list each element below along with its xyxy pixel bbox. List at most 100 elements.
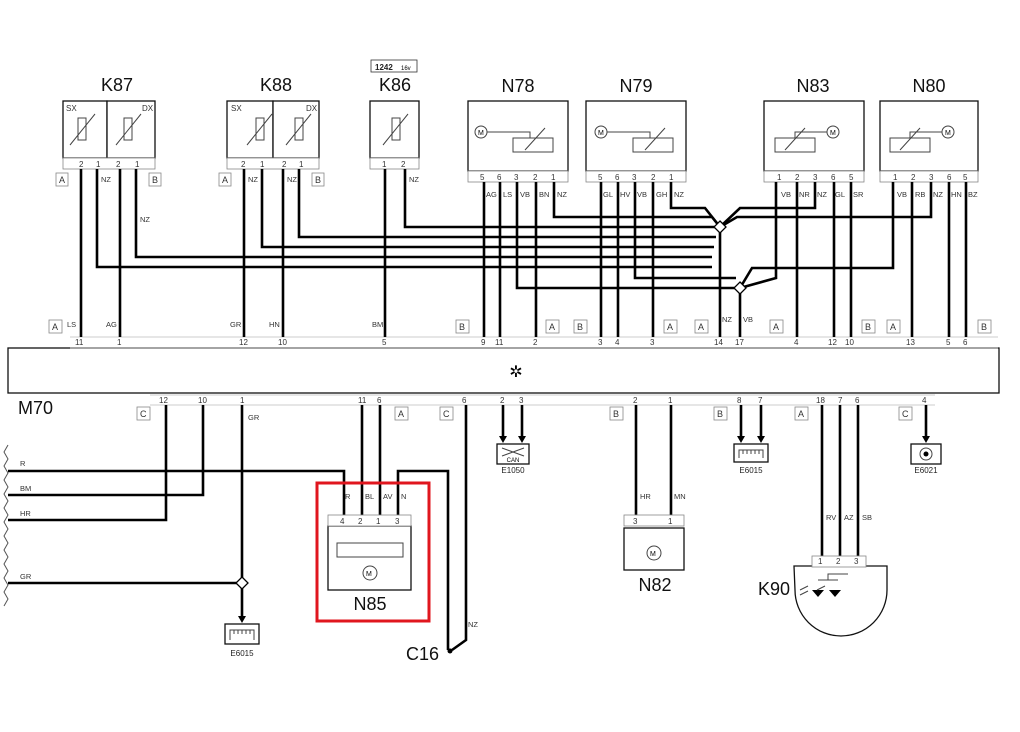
k87-right-tag: DX [142, 104, 154, 113]
ecu-bottom-pins: 12 10 1 11 6 6 2 3 2 1 8 7 18 7 6 4 [159, 396, 927, 405]
svg-text:A: A [698, 322, 704, 332]
svg-text:3: 3 [650, 338, 655, 347]
k90-pin: 3 [854, 557, 859, 566]
connector-e6021 [910, 443, 942, 465]
left-wire-code: BM [20, 484, 31, 493]
svg-text:11: 11 [358, 396, 367, 405]
n78-wire-code: LS [503, 190, 512, 199]
n80-wire-code: VB [897, 190, 907, 199]
k87-side-tag: A [59, 175, 65, 185]
n78-pin: 2 [533, 173, 538, 182]
n82-pin: 1 [668, 517, 673, 526]
ecu-top-wire-code: GR [230, 320, 242, 329]
k90-wire-code: RV [826, 513, 836, 522]
ecu-top-wire-code: NZ [722, 315, 732, 324]
ecu-top-wire-code: LS [67, 320, 76, 329]
ecu-top-side-tags: A B A B A A A B A B [48, 319, 992, 334]
n78-title: N78 [501, 76, 534, 96]
svg-text:18: 18 [816, 396, 825, 405]
n78-wire-code: VB [520, 190, 530, 199]
k88-wire-code: NZ [287, 175, 297, 184]
n82-wire-code: HR [640, 492, 651, 501]
svg-text:B: B [613, 409, 619, 419]
k88-title: K88 [260, 75, 292, 95]
ecu-top-wire-code: HN [269, 320, 280, 329]
svg-text:11: 11 [495, 338, 504, 347]
k87-pin: 1 [135, 160, 140, 169]
n85-pin: 2 [358, 517, 363, 526]
n79-wire-code: GL [603, 190, 613, 199]
svg-text:A: A [798, 409, 804, 419]
n79-actuator-box: M [585, 100, 687, 183]
svg-text:1: 1 [668, 396, 673, 405]
n85-pin: 3 [395, 517, 400, 526]
n80-pin: 2 [911, 173, 916, 182]
n80-title: N80 [912, 76, 945, 96]
n83-wire-code: NR [799, 190, 810, 199]
ecu-bottom-side-tags: C A C B B A C [136, 406, 913, 421]
n79-pin: 6 [615, 173, 620, 182]
svg-text:M: M [830, 130, 836, 137]
n83-title: N83 [796, 76, 829, 96]
k87-left-tag: SX [66, 104, 77, 113]
n85-wire-code: R [345, 492, 351, 501]
svg-text:17: 17 [735, 338, 744, 347]
svg-text:4: 4 [615, 338, 620, 347]
svg-text:10: 10 [198, 396, 207, 405]
svg-text:1: 1 [117, 338, 122, 347]
svg-text:14: 14 [714, 338, 723, 347]
n85-pin: 1 [376, 517, 381, 526]
n85-highlight-box [315, 481, 431, 623]
connector-e6015-left [224, 623, 260, 645]
svg-text:M: M [478, 130, 484, 137]
svg-text:C: C [902, 409, 909, 419]
k90-pin: 1 [818, 557, 823, 566]
splice-node-gr [235, 576, 249, 590]
svg-text:1: 1 [240, 396, 245, 405]
k88-pin: 2 [241, 160, 246, 169]
k88-right-tag: DX [306, 104, 318, 113]
k87-wire-code: NZ [101, 175, 111, 184]
splice-node-vb [733, 281, 747, 295]
k87-pin: 1 [96, 160, 101, 169]
ecu-top-wire-code: VB [743, 315, 753, 324]
can-label: CAN [507, 458, 520, 464]
connector-label: E6021 [914, 466, 938, 475]
harness-break-symbol [3, 444, 9, 607]
k90-wire-code: SB [862, 513, 872, 522]
svg-text:4: 4 [794, 338, 799, 347]
svg-text:6: 6 [855, 396, 860, 405]
left-wire-code: HR [20, 509, 31, 518]
n80-pin: 6 [947, 173, 952, 182]
n85-wire-code: AV [383, 492, 392, 501]
lower-harness-wires [8, 405, 928, 652]
svg-text:M: M [650, 551, 656, 558]
svg-text:M: M [945, 130, 951, 137]
n80-pin: 3 [929, 173, 934, 182]
c16-title: C16 [406, 644, 439, 664]
svg-text:11: 11 [75, 338, 84, 347]
n78-pin: 1 [551, 173, 556, 182]
n79-wire-code: GH [656, 190, 667, 199]
n79-pin: 3 [632, 173, 637, 182]
n79-title: N79 [619, 76, 652, 96]
svg-text:6: 6 [462, 396, 467, 405]
k88-side-tag: A [222, 175, 228, 185]
svg-text:A: A [773, 322, 779, 332]
n82-motor-box: M [623, 514, 685, 571]
svg-text:M: M [598, 130, 604, 137]
n80-wire-code: NZ [933, 190, 943, 199]
n79-pin: 5 [598, 173, 603, 182]
svg-text:6: 6 [963, 338, 968, 347]
n79-wire-code: VB [637, 190, 647, 199]
c16-wire-code: NZ [468, 620, 478, 629]
svg-text:A: A [549, 322, 555, 332]
k90-title: K90 [758, 579, 790, 599]
n78-wire-code: NZ [557, 190, 567, 199]
svg-text:C: C [140, 409, 147, 419]
k86-pin: 1 [382, 160, 387, 169]
n78-actuator-box: M [467, 100, 569, 183]
svg-text:3: 3 [519, 396, 524, 405]
svg-text:5: 5 [946, 338, 951, 347]
